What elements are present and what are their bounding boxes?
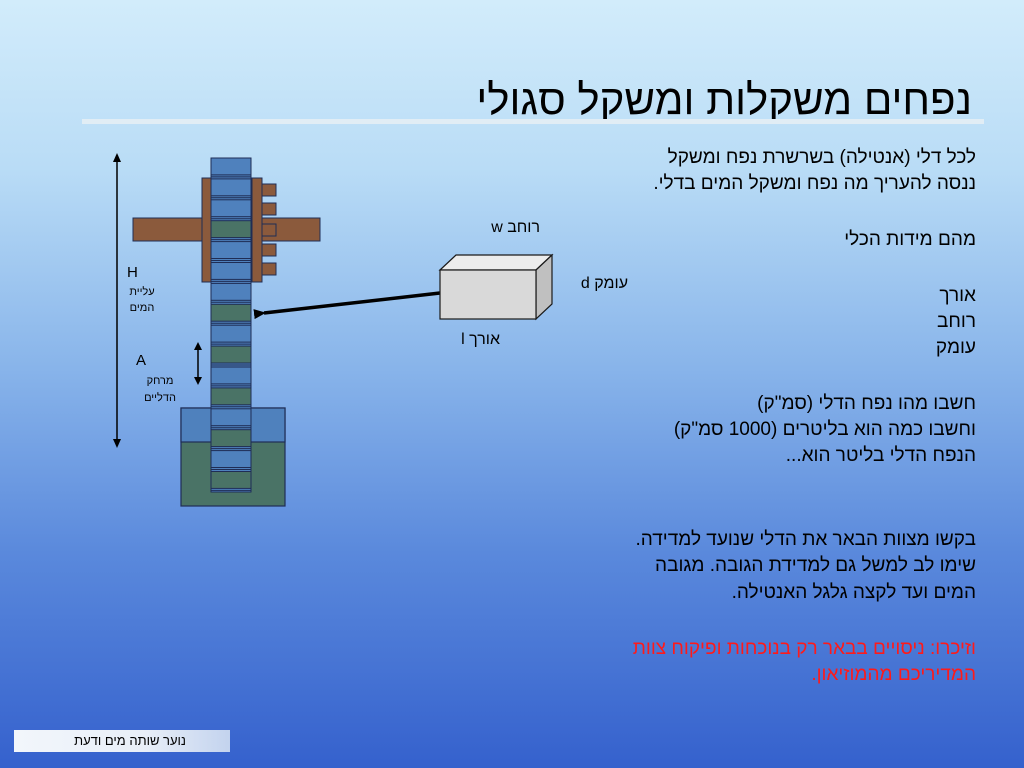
chain-bucket: [210, 303, 252, 322]
a-letter: A: [136, 352, 147, 369]
request-line-3: המים ועד לקצה גלגל האנטילה.: [731, 582, 976, 603]
reminder-line-2: המדיריכם מהמוזיאון.: [811, 664, 976, 685]
bucket-chain: [210, 157, 252, 493]
chain-bucket: [210, 199, 252, 218]
chain-bucket: [210, 450, 252, 469]
chain-bucket: [210, 262, 252, 280]
chain-bucket: [210, 366, 252, 385]
request-line-1: בקשו מצוות הבאר את הדלי שנועד למדידה.: [635, 529, 976, 550]
chain-bucket: [210, 387, 252, 406]
dimension-length: אורך: [939, 285, 976, 306]
chain-bucket: [210, 408, 252, 427]
box-front-face: [439, 269, 537, 320]
slide-title: נפחים משקלות ומשקל סגולי: [476, 76, 972, 123]
intro-line-1: לכל דלי (אנטילה) בשרשרת נפח ומשקל: [667, 147, 976, 168]
chain-bucket: [210, 324, 252, 343]
calc-line-2: וחשבו כמה הוא בליטרים (1000 סמ"ק): [673, 419, 976, 440]
a-label-line2: הדליים: [144, 392, 176, 404]
footer-bar: נוער שותה מים ודעת: [14, 730, 230, 752]
reminder-line-1: וזיכרו: ניסויים בבאר רק בנוכחות ופיקוח צ…: [632, 638, 976, 659]
chain-bucket: [210, 178, 252, 197]
box-top-face: [438, 254, 554, 271]
chain-bucket: [210, 157, 252, 176]
bucket-box: [438, 253, 554, 321]
chain-bucket: [210, 282, 252, 301]
chain-bucket: [210, 241, 252, 260]
pointer-arrow: [253, 291, 441, 320]
box-length-label: אורך l: [461, 331, 500, 348]
calc-line-1: חשבו מהו נפח הדלי (סמ"ק): [757, 393, 976, 414]
chain-bucket: [210, 471, 252, 489]
dimension-width: רוחב: [937, 311, 976, 332]
dimensions-heading: מהם מידות הכלי: [844, 229, 976, 250]
h-label-line2: המים: [129, 302, 155, 314]
h-label-line1: עליית: [129, 286, 155, 298]
chain-bucket: [210, 220, 252, 239]
distance-arrow: [194, 342, 202, 385]
intro-line-2: ננסה להעריך מה נפח ומשקל המים בדלי.: [653, 173, 976, 194]
a-label-line1: מרחק: [146, 375, 174, 387]
box-depth-label: עומק d: [580, 275, 628, 292]
calc-line-3: הנפח הדלי בליטר הוא...: [785, 445, 976, 466]
dimension-depth: עומק: [935, 337, 976, 358]
title-divider: [82, 119, 984, 124]
h-letter: H: [127, 264, 138, 281]
box-width-label: רוחב w: [491, 219, 540, 236]
request-line-2: שימו לב למשל גם למדידת הגובה. מגובה: [655, 555, 976, 576]
chain-bucket: [210, 429, 252, 448]
height-arrow: [113, 153, 121, 448]
footer-text: נוער שותה מים ודעת: [74, 733, 186, 748]
chain-bucket: [210, 345, 252, 364]
